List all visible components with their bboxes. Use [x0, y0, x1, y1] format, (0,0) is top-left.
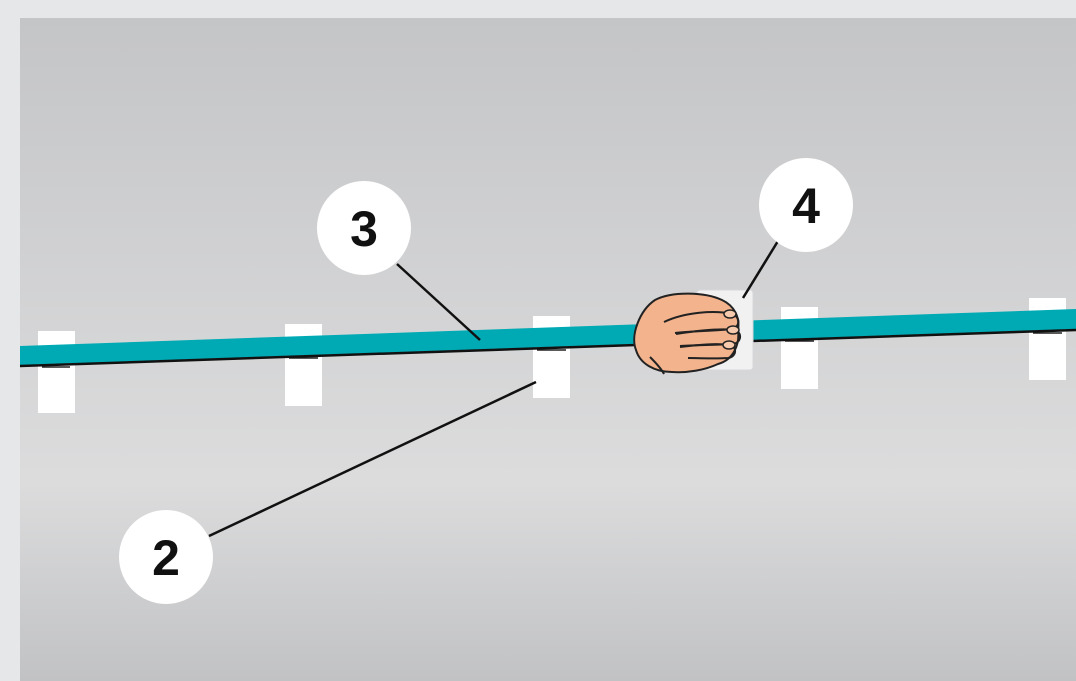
callout-3: 3 — [317, 181, 411, 275]
leader-line-2 — [208, 380, 537, 538]
callout-2-label: 2 — [152, 530, 180, 586]
hand-pressing-card-icon — [633, 292, 741, 375]
callout-4-label: 4 — [792, 178, 820, 234]
leader-line-3 — [396, 263, 481, 341]
callout-2: 2 — [119, 510, 213, 604]
mounting-clip-icon — [38, 331, 75, 413]
strip-bottom-edge — [19, 328, 1076, 368]
led-strip — [20, 309, 1076, 365]
callout-4: 4 — [759, 158, 853, 252]
callout-3-label: 3 — [350, 201, 378, 257]
leader-line-4 — [741, 240, 780, 299]
